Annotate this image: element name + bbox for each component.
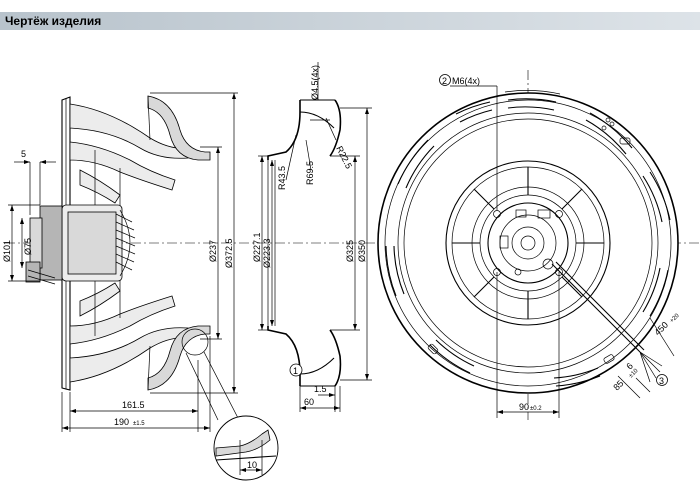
rotor-fins [115, 209, 136, 277]
dim-d75: Ø75 [23, 238, 33, 255]
dim-d325: Ø325 [345, 240, 355, 262]
dim-90-tol: ±0.2 [530, 406, 542, 412]
dim-90: 90 [519, 402, 529, 412]
dim-10: 10 [247, 460, 257, 470]
dim-r69: R69.5 [305, 161, 315, 185]
dim-190: 190 [114, 417, 129, 427]
dim-d223: Ø223.3 [262, 238, 272, 268]
inlet-nozzle-view: 1 Ø227.1 Ø223.3 R43.5 R69.5 R22.5 Ø4.5(4… [252, 62, 372, 412]
dim-d350: Ø350 [357, 240, 367, 262]
dim-r22: R22.5 [334, 144, 354, 170]
dim-m6: M6(4x) [452, 76, 480, 86]
dim-161: 161.5 [122, 400, 145, 410]
callout-3: 3 [659, 376, 664, 386]
dim-450-tol: +20 [669, 313, 681, 325]
dim-d101: Ø101 [2, 240, 12, 262]
dim-60: 60 [304, 397, 314, 407]
section-header: Чертёж изделия [0, 12, 700, 30]
dim-190-tol: ±1.5 [133, 421, 145, 427]
dim-d372: Ø372.5 [224, 238, 234, 268]
detail-view: 10 [213, 415, 279, 481]
dim-r43: R43.5 [277, 166, 287, 190]
callout-2: 2 [442, 76, 447, 86]
side-view: 5 Ø101 Ø75 161.5 190 ±1.5 Ø237 [2, 92, 700, 432]
callout-1: 1 [293, 366, 298, 376]
dim-1-5: 1.5 [314, 384, 327, 394]
dim-6: 6 [624, 361, 635, 372]
dim-85-tol: ±10 [628, 368, 640, 380]
front-view: 2 M6(4x) 90 ±0.2 450 +20 6 85 ±10 3 [377, 70, 681, 420]
dim-85: 85 [611, 378, 625, 392]
hub-ribs [452, 167, 604, 319]
dim-d227: Ø227.1 [252, 232, 262, 262]
dim-d237: Ø237 [208, 240, 218, 262]
dim-hole: Ø4.5(4x) [310, 65, 320, 100]
dim-5: 5 [21, 149, 26, 159]
ring-slots [385, 90, 671, 387]
